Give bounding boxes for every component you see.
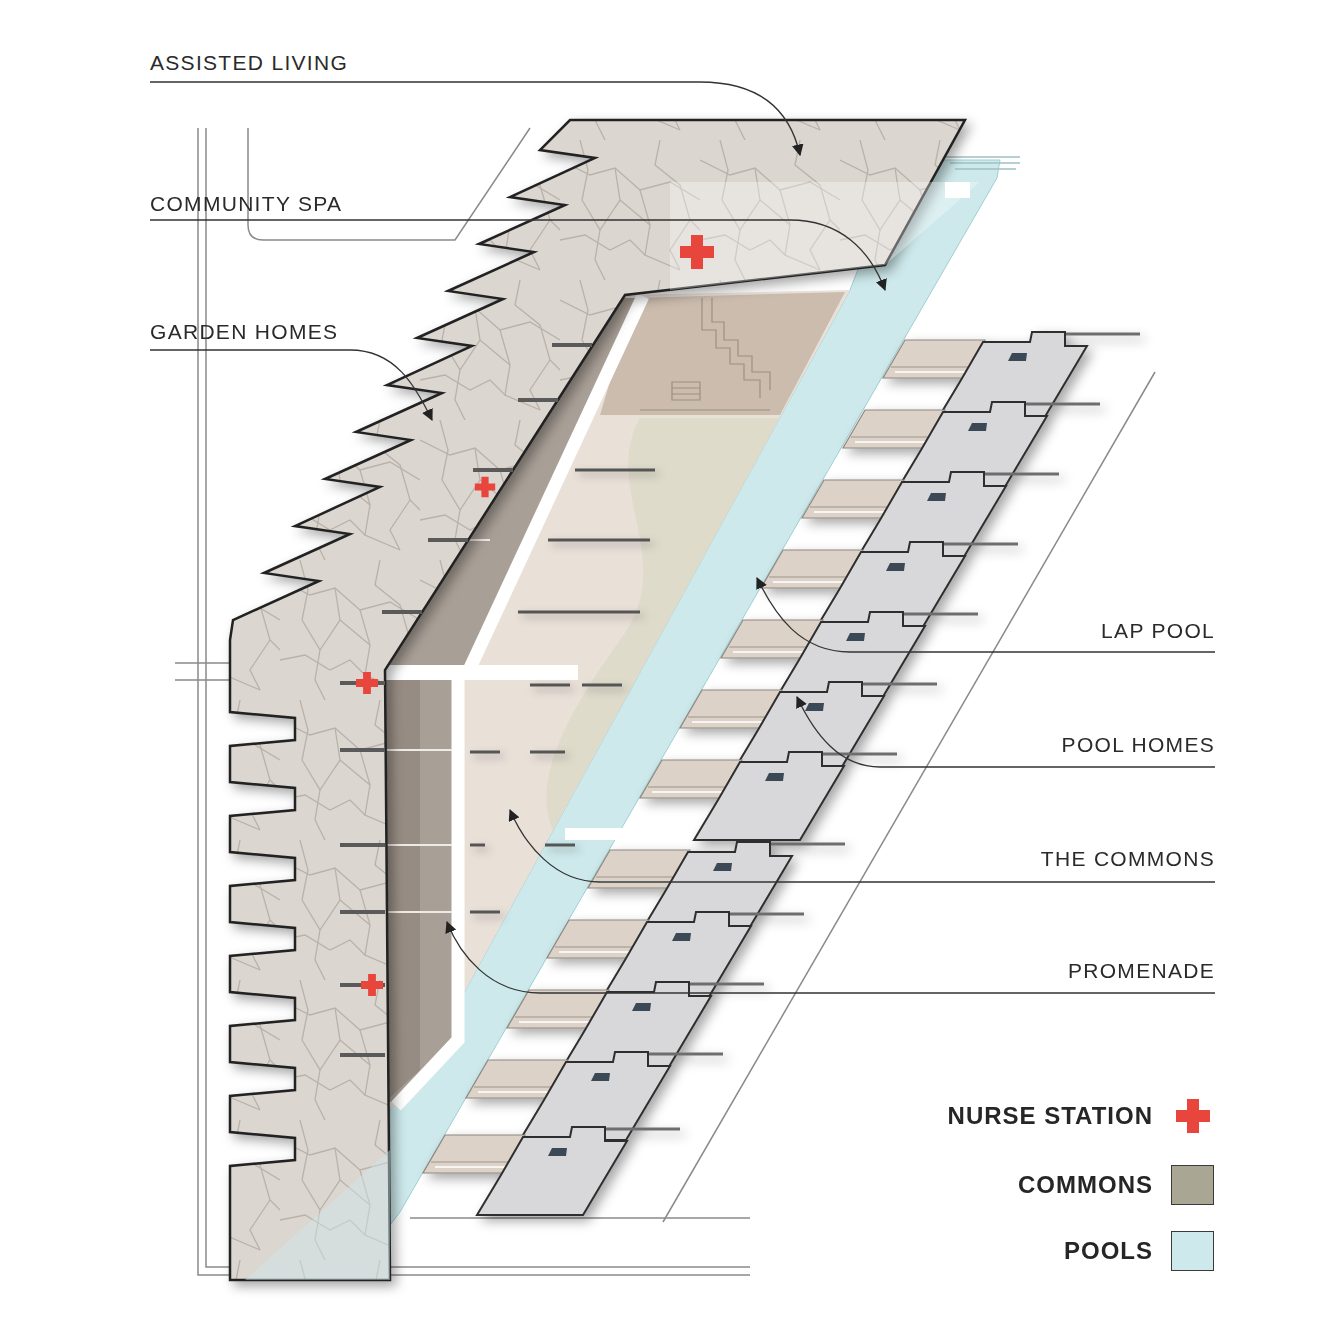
leader-line [150, 350, 432, 420]
commons-strip-shade [385, 680, 420, 1102]
nurse-station-symbol [356, 672, 378, 694]
legend-row: POOLS [1064, 1230, 1215, 1272]
promenade-cross-path [385, 665, 578, 680]
garden-homes-band [230, 120, 965, 1280]
nurse-cross [1176, 1099, 1210, 1133]
terrace-steps [640, 298, 770, 410]
callout-label: PROMENADE [1068, 959, 1215, 983]
legend-sample [1170, 1164, 1215, 1206]
callout-label: POOL HOMES [1062, 733, 1215, 757]
callout-label: GARDEN HOMES [150, 320, 338, 344]
pool-homes [423, 332, 1140, 1215]
legend-row: NURSE STATION [948, 1095, 1215, 1137]
legend-row: COMMONS [1018, 1164, 1215, 1206]
legend-label: NURSE STATION [948, 1101, 1153, 1131]
leader-line [510, 810, 1215, 882]
legend-label: POOLS [1064, 1236, 1153, 1266]
leader-line [150, 220, 885, 290]
commons-bars [470, 470, 655, 912]
callout-label: COMMUNITY SPA [150, 192, 342, 216]
commons-strip [385, 680, 452, 1102]
callout-label: LAP POOL [1101, 619, 1215, 643]
callout-label: THE COMMONS [1041, 847, 1215, 871]
pool-home [640, 752, 897, 840]
leader-line [447, 922, 1215, 993]
legend-sample [1170, 1095, 1215, 1137]
leader-line [150, 82, 800, 155]
legend-sample [1170, 1230, 1215, 1272]
legend-swatch [1171, 1165, 1214, 1205]
legend-swatch [1171, 1231, 1214, 1271]
corner-water [245, 1150, 390, 1280]
nurse-station-symbol [361, 974, 383, 996]
legend-cross [1173, 1096, 1213, 1136]
pool-steps [945, 157, 1020, 169]
community-spa-area [670, 182, 980, 290]
street-line [175, 663, 230, 680]
parcel-line [410, 1217, 750, 1219]
leader-lines [150, 82, 1215, 993]
leader-line [797, 697, 1215, 767]
leader-line [757, 578, 1215, 652]
pool-home [423, 1127, 680, 1215]
callout-label: ASSISTED LIVING [150, 51, 348, 75]
nurse-station-symbol [680, 235, 714, 269]
nurse-station-symbol [475, 477, 495, 497]
spa-opening [945, 182, 970, 198]
street-line [248, 128, 530, 240]
legend-label: COMMONS [1018, 1170, 1153, 1200]
